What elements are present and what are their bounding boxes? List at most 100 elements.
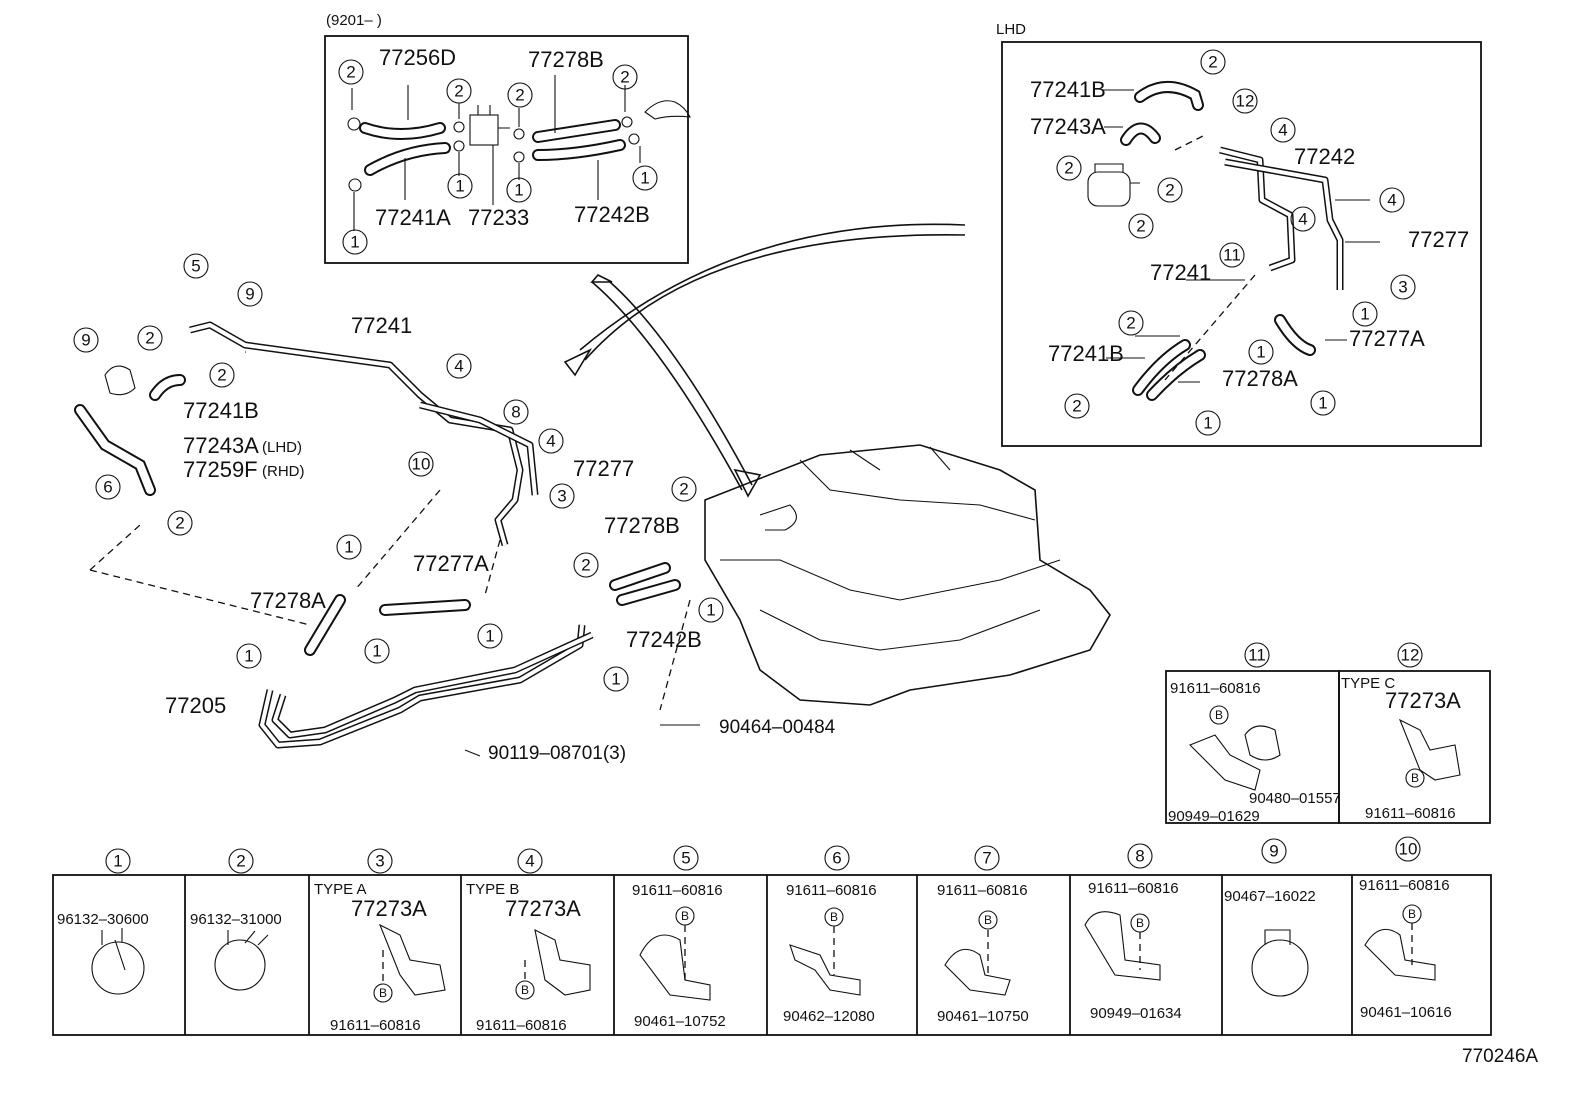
svg-text:6: 6 [832, 849, 841, 868]
label-77277A-main: 77277A [413, 551, 489, 576]
svg-text:90461–10750: 90461–10750 [937, 1008, 1029, 1025]
fuel-tank [704, 444, 1111, 706]
svg-text:91611–60816: 91611–60816 [937, 882, 1028, 899]
svg-text:8: 8 [511, 403, 520, 422]
svg-text:3: 3 [1398, 278, 1407, 297]
svg-text:2: 2 [1165, 181, 1174, 200]
label-77241B-main: 77241B [183, 398, 259, 423]
svg-text:2: 2 [236, 852, 245, 871]
label-77256D: 77256D [379, 45, 456, 70]
svg-text:4: 4 [1278, 121, 1287, 140]
svg-text:90461–10616: 90461–10616 [1360, 1004, 1452, 1021]
svg-text:91611–60816: 91611–60816 [632, 882, 723, 899]
svg-text:1: 1 [706, 601, 715, 620]
svg-text:2: 2 [346, 63, 355, 82]
svg-text:2: 2 [515, 86, 524, 105]
svg-text:90949–01629: 90949–01629 [1168, 808, 1260, 825]
svg-text:B: B [1215, 708, 1223, 722]
inset-lhd-callouts: 2 12 4 2 2 2 4 4 11 3 1 2 1 1 2 1 [1056, 49, 1416, 436]
svg-text:B: B [1136, 916, 1144, 930]
svg-text:1: 1 [372, 642, 381, 661]
svg-text:1: 1 [514, 181, 523, 200]
svg-text:2: 2 [1208, 53, 1217, 72]
svg-text:10: 10 [1399, 840, 1418, 859]
svg-text:91611–60816: 91611–60816 [1170, 680, 1261, 697]
legend-table [52, 874, 1492, 1036]
svg-text:2: 2 [1072, 397, 1081, 416]
label-77277-main: 77277 [573, 456, 634, 481]
svg-text:91611–60816: 91611–60816 [786, 882, 877, 899]
svg-text:2: 2 [679, 480, 688, 499]
svg-text:B: B [984, 913, 992, 927]
svg-text:TYPE A: TYPE A [314, 881, 367, 898]
label-77242B-top: 77242B [574, 202, 650, 227]
main-pipe-assembly [74, 321, 700, 757]
label-77241A: 77241A [375, 205, 451, 230]
label-rhd-tag: (RHD) [262, 463, 305, 480]
label-77205: 77205 [165, 693, 226, 718]
svg-text:9: 9 [1269, 842, 1278, 861]
svg-text:9: 9 [81, 331, 90, 350]
label-77278A-main: 77278A [250, 588, 326, 613]
inset-lhd-frame [1001, 41, 1482, 447]
svg-text:90467–16022: 90467–16022 [1224, 888, 1316, 905]
inset-lhd-header: LHD [996, 21, 1026, 38]
svg-text:2: 2 [175, 514, 184, 533]
svg-text:91611–60816: 91611–60816 [1088, 880, 1179, 897]
svg-text:B: B [1408, 907, 1416, 921]
svg-text:TYPE C: TYPE C [1341, 675, 1395, 692]
svg-text:3: 3 [557, 487, 566, 506]
svg-text:11: 11 [1248, 646, 1266, 665]
label-77277A-lhd: 77277A [1349, 326, 1425, 351]
svg-text:1: 1 [1256, 343, 1265, 362]
svg-text:1: 1 [344, 538, 353, 557]
svg-text:91611–60816: 91611–60816 [1365, 805, 1456, 822]
svg-text:5: 5 [681, 849, 690, 868]
svg-text:1: 1 [1203, 414, 1212, 433]
svg-text:90480–01557: 90480–01557 [1249, 790, 1341, 807]
svg-text:91611–60816: 91611–60816 [330, 1017, 421, 1034]
svg-text:12: 12 [1401, 646, 1420, 665]
svg-text:90949–01634: 90949–01634 [1090, 1005, 1182, 1022]
svg-text:B: B [1411, 771, 1419, 785]
inset-top-header: (9201– ) [326, 12, 382, 29]
svg-text:B: B [830, 910, 838, 924]
label-77241-lhd: 77241 [1150, 260, 1211, 285]
label-77259F: 77259F [183, 457, 258, 482]
label-77278B-top: 77278B [528, 47, 604, 72]
inset-top-frame [324, 35, 689, 264]
svg-text:96132–30600: 96132–30600 [57, 911, 149, 928]
svg-text:90461–10752: 90461–10752 [634, 1013, 726, 1030]
svg-text:96132–31000: 96132–31000 [190, 911, 282, 928]
svg-text:1: 1 [1360, 305, 1369, 324]
svg-text:6: 6 [103, 478, 112, 497]
svg-text:B: B [521, 983, 529, 997]
svg-text:1: 1 [485, 627, 494, 646]
drawing-code: 770246A [1462, 1046, 1538, 1067]
inset-top-parts [347, 75, 691, 231]
svg-text:2: 2 [217, 366, 226, 385]
svg-text:91611–60816: 91611–60816 [476, 1017, 567, 1034]
svg-text:3: 3 [375, 852, 384, 871]
label-77242: 77242 [1294, 144, 1355, 169]
svg-text:5: 5 [191, 257, 200, 276]
label-77278A-lhd: 77278A [1222, 366, 1298, 391]
svg-text:9: 9 [245, 285, 254, 304]
label-77242B-main: 77242B [626, 627, 702, 652]
box-11: 11 91611–60816 B 90480–01557 90949–01629 [1165, 642, 1341, 825]
svg-text:4: 4 [454, 357, 463, 376]
svg-text:2: 2 [581, 556, 590, 575]
svg-text:1: 1 [350, 233, 359, 252]
svg-text:1: 1 [244, 647, 253, 666]
label-77241-main: 77241 [351, 313, 412, 338]
arrow-lhd-to-main [584, 234, 966, 361]
svg-text:90462–12080: 90462–12080 [783, 1008, 875, 1025]
label-lhd-tag: (LHD) [262, 439, 302, 456]
svg-text:77273A: 77273A [351, 896, 427, 921]
svg-text:2: 2 [145, 329, 154, 348]
main-callouts: 5 9 9 2 2 4 8 4 10 6 3 2 2 1 2 1 1 1 1 1 [73, 253, 724, 692]
svg-text:77273A: 77273A [505, 896, 581, 921]
inset-top-callouts: 2 2 2 2 1 1 1 1 [338, 59, 658, 255]
arrow-top-to-tank [591, 281, 743, 491]
svg-text:2: 2 [620, 68, 629, 87]
